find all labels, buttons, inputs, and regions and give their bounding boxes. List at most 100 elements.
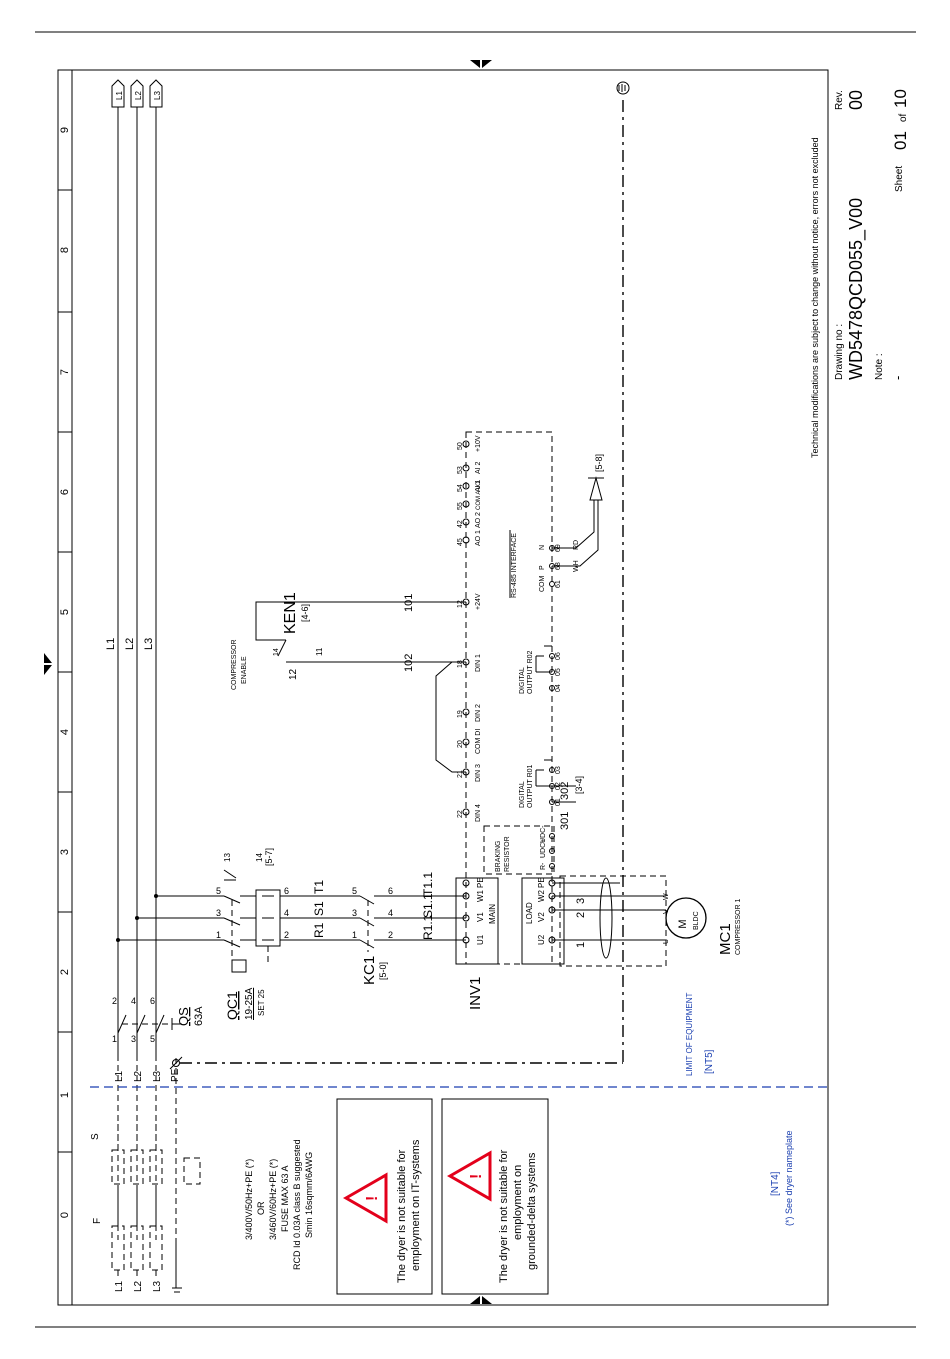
qc1-breaker: 1 3 5 2 4 6 13 14 [5-7] QC1 19-25A SET 2… <box>216 848 289 1020</box>
warning-triangle-icon <box>446 1150 492 1202</box>
grid-num-5: 5 <box>59 609 71 615</box>
drawing-no-label: Drawing no : <box>834 324 845 380</box>
qs-to-qc1-wiring <box>116 894 224 942</box>
ao2-num: 42 <box>457 520 464 528</box>
warning-delta-line-1: The dryer is not suitable for <box>498 1149 510 1283</box>
inv-w1: W1 <box>476 889 485 902</box>
ref-5-8: [5-8] <box>594 454 604 472</box>
sheet-of: of <box>898 113 909 122</box>
switch-label: S <box>90 1133 101 1140</box>
supply-dashed-lines <box>117 1055 177 1240</box>
ref-3-4: [3-4] <box>574 776 584 794</box>
warning-delta-line-2: employment on <box>512 1165 524 1240</box>
supply-l1: L1 <box>114 1280 125 1292</box>
qc1-name: QC1 <box>224 991 240 1020</box>
din4-name: DIN 4 <box>475 804 482 822</box>
grid-num-8: 8 <box>59 247 71 253</box>
rs485-p: P <box>539 565 546 570</box>
supply-fuses: F S L1 L2 L3 <box>90 1120 201 1293</box>
qc1-term-3: 3 <box>216 908 221 918</box>
ken1-pin-14: 14 <box>273 648 280 656</box>
supply-l2: L2 <box>133 1280 144 1292</box>
warning-delta-line-3: grounded-delta systems <box>526 1152 538 1270</box>
qc1-term-4: 4 <box>284 908 289 918</box>
ro1-label-2: OUTPUT R01 <box>527 764 534 808</box>
qc1-term-2: 2 <box>284 930 289 940</box>
bus-label-l3: L3 <box>143 638 155 650</box>
qs-term-1: 1 <box>112 1034 117 1044</box>
inv-v2: V2 <box>537 912 546 922</box>
ken1-pin-12: 12 <box>288 668 299 680</box>
note-label: Note : <box>874 353 885 380</box>
spec-line-4: FUSE MAX 63 A <box>280 1165 290 1232</box>
ao1-num: 45 <box>457 538 464 546</box>
warning-it-line-1: The dryer is not suitable for <box>396 1149 408 1283</box>
wire-102: 102 <box>403 654 415 672</box>
kc1-contactor: 1 3 5 2 4 6 KC1 [5-0] <box>352 886 393 985</box>
title-block: Technical modifications are subject to c… <box>810 89 910 458</box>
din4-num: 22 <box>457 810 464 818</box>
inv-pe-out: PE <box>537 877 546 888</box>
in-l1: L1 <box>114 1070 125 1082</box>
in-pe: PE <box>170 1068 181 1082</box>
arrow-l3: L3 <box>153 91 162 100</box>
limit-of-equipment: LIMIT OF EQUIPMENT [NT5] <box>90 992 828 1088</box>
ro2-label-1: DIGITAL <box>519 667 526 694</box>
qc1-set: SET 25 <box>257 989 266 1016</box>
limit-label: LIMIT OF EQUIPMENT <box>685 992 694 1076</box>
bus-lines: L1 L2 L3 L1 L2 L3 <box>105 79 163 1033</box>
spec-line-6: Smin 16sqmm/6AWG <box>304 1152 314 1238</box>
grid-num-7: 7 <box>59 369 71 375</box>
wire-t1-1: T1.1 <box>421 872 435 896</box>
ai2-num: 53 <box>457 466 464 474</box>
motor-lead-u: U <box>663 939 670 944</box>
ken1-name: KEN1 <box>282 592 299 634</box>
kc1-ref: [5-0] <box>378 962 388 980</box>
wire-s1-1: S1.1 <box>421 893 435 918</box>
wire-101: 101 <box>403 594 415 612</box>
mc1-motor: M BLDC U V W MC1 COMPRESSOR 1 <box>663 893 742 955</box>
grid-num-4: 4 <box>59 729 71 735</box>
grid-num-0: 0 <box>59 1212 71 1218</box>
grid-num-6: 6 <box>59 489 71 495</box>
qs-term-4: 4 <box>131 996 136 1006</box>
mc1-sub: COMPRESSOR 1 <box>735 898 742 955</box>
rs485-pin-61: 61 <box>555 580 562 588</box>
motor-icon <box>665 897 707 939</box>
warning-box-it: ! The dryer is not suitable for employme… <box>336 1098 433 1295</box>
drawing-number: WD5478QCD055_V00 <box>846 198 867 380</box>
motor-bldc: BLDC <box>693 911 700 930</box>
rev-value: 00 <box>846 90 866 110</box>
comdi-num: 20 <box>457 740 464 748</box>
motor-lead-v: V <box>663 909 670 914</box>
supply-l3: L3 <box>152 1280 163 1292</box>
kc1-term-6: 6 <box>388 886 393 896</box>
drawing-frame <box>57 69 829 1306</box>
grid-num-3: 3 <box>59 849 71 855</box>
qc1-aux-13: 13 <box>223 853 232 862</box>
rs485-wire-rd: RD <box>573 540 580 550</box>
sheet-label: Sheet <box>894 166 905 192</box>
kc1-name: KC1 <box>361 956 378 985</box>
comaio-num: 55 <box>457 502 464 510</box>
rs485-label: RS-485 INTERFACE <box>511 533 518 598</box>
nt4-label: [NT4] <box>770 1171 781 1196</box>
din1-num: 18 <box>457 660 464 668</box>
warning-exclaim-icon: ! <box>364 1196 381 1201</box>
kc1-term-2: 2 <box>388 930 393 940</box>
inv1-name: INV1 <box>467 977 484 1010</box>
pe-ground <box>169 81 630 1070</box>
wire-302: 302 <box>559 782 571 800</box>
kc1-term-4: 4 <box>388 908 393 918</box>
motor-wiring: 1 2 3 <box>552 875 667 967</box>
qs-term-2: 2 <box>112 996 117 1006</box>
qs-term-5: 5 <box>150 1034 155 1044</box>
din2-num: 19 <box>457 710 464 718</box>
limit-ref: [NT5] <box>704 1049 715 1074</box>
fuse-label: F <box>92 1218 103 1224</box>
grid-num-1: 1 <box>59 1092 71 1098</box>
ro2-pin-06: 06 <box>555 652 562 660</box>
nameplate-note: (*) See dryer nameplate <box>784 1130 794 1226</box>
kc1-term-5: 5 <box>352 886 357 896</box>
